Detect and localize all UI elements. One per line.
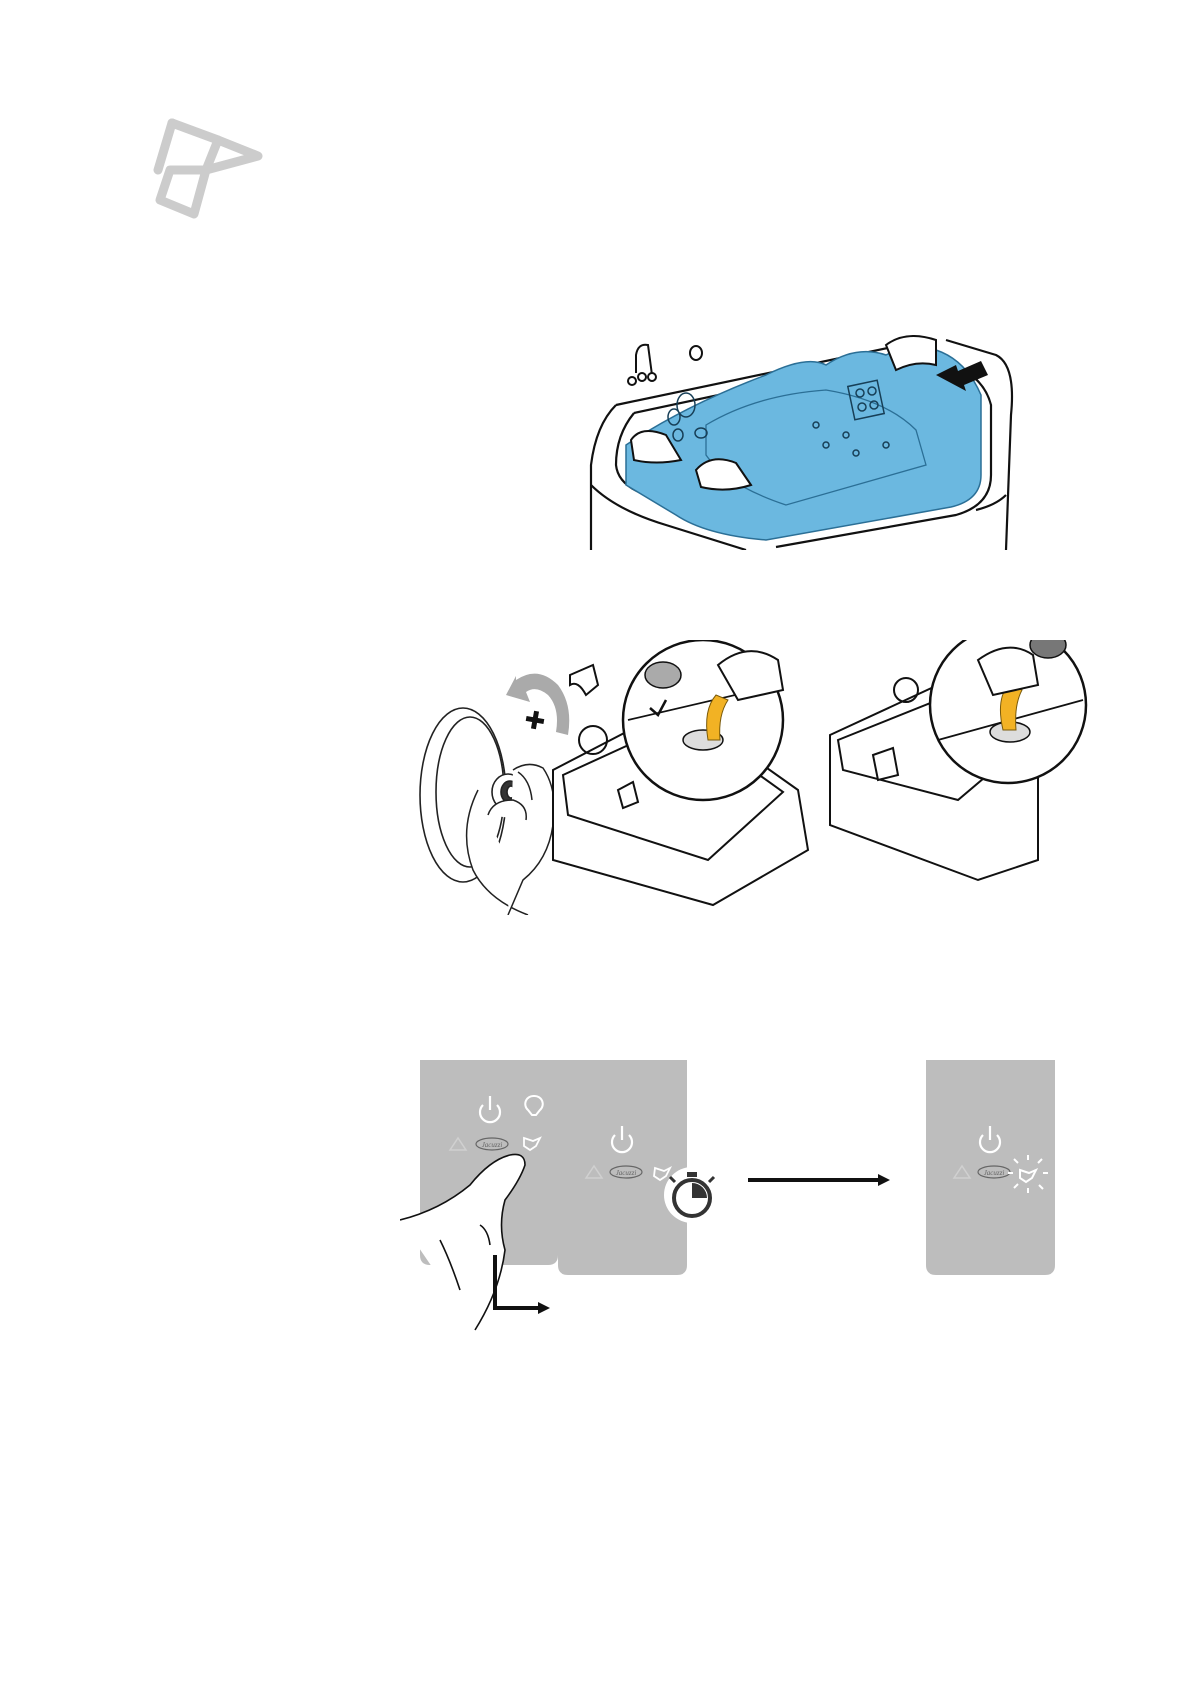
figure-control-panel-sequence: Jacuzzi Jacuzzi [400,1060,1140,1335]
control-panel-2: Jacuzzi [558,1060,687,1275]
stopwatch-icon [664,1167,720,1223]
plus-icon [525,710,546,731]
brand-label-3: Jacuzzi [984,1169,1005,1177]
drain-cap-icon [645,662,681,688]
water-fill [626,346,981,540]
brand-label-2: Jacuzzi [616,1169,637,1177]
figure-fill-tub [586,335,1026,550]
brand-label: Jacuzzi [482,1141,503,1149]
figure-add-disinfectant [418,640,1123,915]
section-disinfection-icon [150,118,270,228]
rotate-arrow-icon [506,674,569,735]
control-panel-3: Jacuzzi [926,1060,1055,1275]
